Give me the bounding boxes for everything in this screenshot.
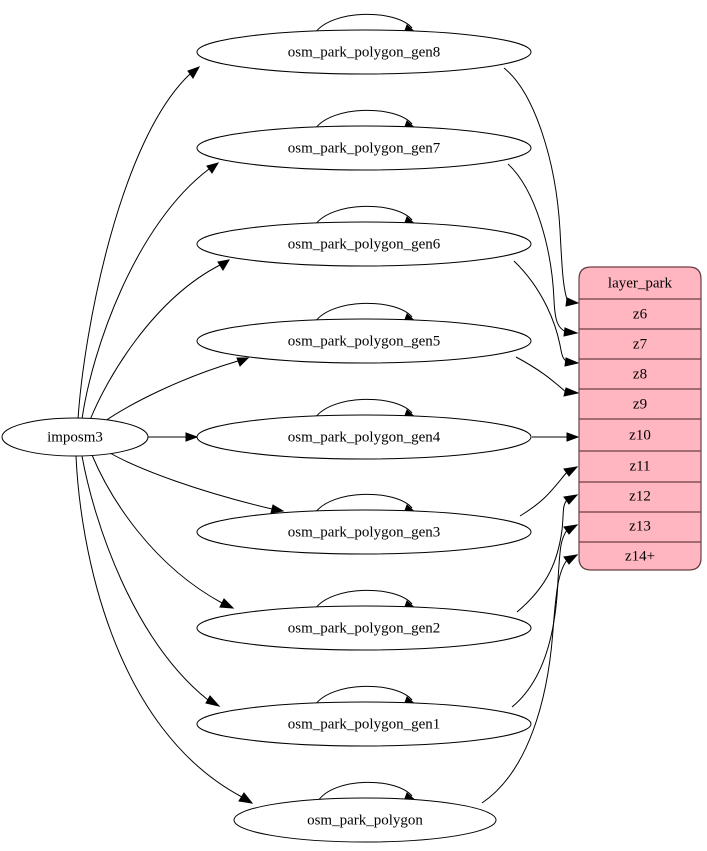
self-loop-gen5 — [314, 302, 413, 323]
edge-gen3-to-z11 — [519, 466, 579, 517]
self-loop-gen7 — [314, 109, 413, 130]
edge-group-nodes-to-table — [481, 67, 580, 804]
edge-gen5-to-z9 — [515, 356, 580, 397]
table-row-z12[interactable]: z12 — [629, 488, 651, 504]
table-layer-park[interactable]: layer_park z6 z7 z8 z9 z10 z11 z12 z13 z… — [578, 266, 702, 571]
edge-base-to-z14plus — [481, 554, 579, 804]
edge-imposm3-to-gen2 — [91, 454, 235, 609]
self-loop-gen2 — [314, 589, 413, 610]
node-osm-park-polygon-gen7[interactable]: osm_park_polygon_gen7 — [196, 109, 532, 171]
table-row-z9[interactable]: z9 — [633, 396, 647, 412]
node-osm-park-polygon-gen5[interactable]: osm_park_polygon_gen5 — [196, 302, 532, 364]
self-loop-gen6 — [314, 205, 413, 226]
edge-imposm3-to-gen6 — [89, 259, 230, 421]
table-header-label: layer_park — [608, 275, 673, 291]
node-label-gen8: osm_park_polygon_gen8 — [288, 44, 440, 60]
edge-gen6-to-z8 — [513, 260, 580, 367]
table-row-z7[interactable]: z7 — [633, 336, 648, 352]
node-osm-park-polygon-gen2[interactable]: osm_park_polygon_gen2 — [196, 589, 532, 651]
node-label-gen6: osm_park_polygon_gen6 — [288, 236, 441, 252]
table-row-z10[interactable]: z10 — [629, 427, 651, 443]
table-row-separators — [579, 298, 701, 543]
edge-imposm3-to-gen7 — [81, 162, 220, 420]
edge-imposm3-to-gen1 — [81, 455, 221, 707]
edge-imposm3-to-gen4 — [148, 432, 199, 442]
self-loop-gen3 — [314, 493, 413, 514]
node-label-gen7: osm_park_polygon_gen7 — [288, 140, 441, 156]
edge-gen2-to-z12 — [516, 494, 579, 613]
edge-imposm3-to-base — [75, 455, 254, 804]
node-label-imposm3: imposm3 — [47, 429, 103, 445]
edge-group-source-to-nodes — [75, 66, 285, 804]
edge-imposm3-to-gen5 — [104, 357, 250, 422]
node-osm-park-polygon-gen6[interactable]: osm_park_polygon_gen6 — [196, 205, 532, 267]
node-group: osm_park_polygon_gen8 osm_park_polygon_g… — [1, 13, 532, 843]
edge-imposm3-to-gen8 — [77, 66, 201, 420]
edge-imposm3-to-gen3 — [109, 452, 285, 514]
edge-gen1-to-z13 — [511, 524, 579, 708]
node-osm-park-polygon[interactable]: osm_park_polygon — [233, 781, 497, 843]
node-osm-park-polygon-gen1[interactable]: osm_park_polygon_gen1 — [196, 685, 532, 747]
edge-gen8-to-z6 — [503, 67, 580, 307]
self-loop-gen4 — [314, 398, 413, 419]
node-label-gen5: osm_park_polygon_gen5 — [288, 333, 440, 349]
table-row-z14plus[interactable]: z14+ — [625, 548, 655, 564]
node-osm-park-polygon-gen4[interactable]: osm_park_polygon_gen4 — [196, 398, 532, 460]
node-osm-park-polygon-gen8[interactable]: osm_park_polygon_gen8 — [196, 13, 532, 75]
node-label-gen4: osm_park_polygon_gen4 — [288, 429, 441, 445]
node-label-base: osm_park_polygon — [307, 812, 423, 828]
table-row-z11[interactable]: z11 — [629, 458, 650, 474]
node-osm-park-polygon-gen3[interactable]: osm_park_polygon_gen3 — [196, 493, 532, 555]
node-imposm3[interactable]: imposm3 — [1, 417, 149, 457]
self-loop-gen1 — [314, 685, 413, 706]
node-label-gen1: osm_park_polygon_gen1 — [288, 716, 440, 732]
self-loop-gen8 — [314, 13, 413, 34]
self-loop-base — [317, 781, 413, 802]
node-label-gen2: osm_park_polygon_gen2 — [288, 620, 440, 636]
table-row-z13[interactable]: z13 — [629, 518, 651, 534]
edge-gen7-to-z7 — [507, 163, 579, 337]
node-label-gen3: osm_park_polygon_gen3 — [288, 524, 440, 540]
table-border — [578, 266, 702, 571]
edge-gen4-to-z10 — [532, 432, 580, 442]
table-row-z8[interactable]: z8 — [633, 366, 647, 382]
table-row-z6[interactable]: z6 — [633, 306, 648, 322]
